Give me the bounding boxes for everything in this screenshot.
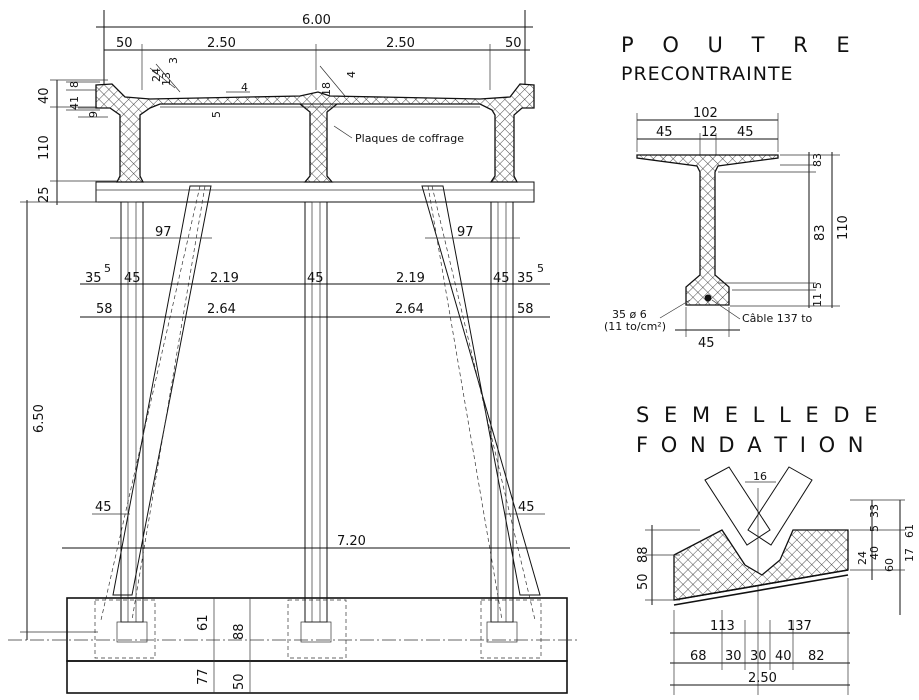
row-a-5: 5 (104, 262, 111, 275)
deck-dim-4b: 4 (241, 81, 248, 94)
semelle-right-40: 40 (868, 546, 881, 560)
deck-dim-24: 24 (150, 68, 163, 82)
foot-offset-left: 45 (95, 500, 112, 515)
row-b-264a: 2.64 (207, 302, 236, 317)
strut-offset-left: 97 (155, 225, 172, 240)
row-a-219b: 2.19 (396, 271, 425, 286)
poutre-dim-5: 5 (811, 282, 824, 289)
row-a-5b: 5 (537, 262, 544, 275)
strand-label: 35 ø 6 (612, 308, 647, 321)
semelle-left-88: 88 (636, 546, 651, 563)
foundation (8, 597, 580, 694)
semelle-bottom-68: 68 (690, 649, 707, 664)
height-dim-25: 25 (37, 186, 52, 203)
semelle-top-dim: 16 (753, 470, 767, 483)
row-a-35b: 35 (517, 271, 534, 286)
row-a-219a: 2.19 (210, 271, 239, 286)
base-height-50: 50 (232, 673, 247, 690)
overall-width-dim: 6.00 (302, 13, 331, 28)
row-a-45c: 45 (493, 271, 510, 286)
poutre-section: P O U T R E PRECONTRAINTE 102 45 12 45 8… (604, 33, 861, 351)
total-height-dim: 6.50 (32, 404, 47, 433)
semelle-right-17: 17 (903, 548, 916, 562)
semelle-right-33: 33 (868, 504, 881, 518)
poutre-dim-83: 83 (813, 224, 828, 241)
poutre-title-1: P O U T R E (621, 33, 861, 57)
height-dim-110: 110 (37, 135, 52, 160)
strut-offset-right: 97 (457, 225, 474, 240)
deck-dim-5: 5 (210, 111, 223, 118)
span-dim-2: 2.50 (207, 36, 236, 51)
semelle-right-5: 5 (868, 525, 881, 532)
base-height-61: 61 (196, 614, 211, 631)
deck-dim-3: 3 (167, 57, 180, 64)
height-dim-8: 8 (68, 81, 81, 88)
semelle-right-60: 60 (883, 558, 896, 572)
deck-dim-18: 18 (320, 82, 333, 96)
poutre-top-part-3: 45 (737, 125, 754, 140)
semelle-left-50: 50 (636, 573, 651, 590)
poutre-bottom-width: 45 (698, 336, 715, 351)
row-b-58a: 58 (96, 302, 113, 317)
deck-dim-4a: 4 (345, 71, 358, 78)
semelle-right-61: 61 (903, 524, 916, 538)
semelle-title-2: F O N D A T I O N (636, 433, 867, 457)
semelle-mid-113: 113 (710, 619, 735, 634)
semelle-bottom-30b: 30 (750, 649, 767, 664)
elevation-view: 6.00 50 2.50 2.50 50 24 13 3 18 4 4 5 40… (8, 10, 580, 694)
base-width-dim: 7.20 (337, 534, 366, 549)
semelle-total-width: 2.50 (748, 671, 777, 686)
semelle-section: S E M E L L E D E F O N D A T I O N 16 8… (636, 403, 916, 695)
base-height-77: 77 (196, 668, 211, 685)
strand-stress: (11 to/cm²) (604, 320, 666, 333)
semelle-bottom-40: 40 (775, 649, 792, 664)
inclined-struts (100, 185, 541, 621)
foot-offset-right: 45 (518, 500, 535, 515)
base-height-88: 88 (232, 623, 247, 640)
poutre-dim-110: 110 (836, 215, 851, 240)
poutre-top-part-1: 45 (656, 125, 673, 140)
i-beam-section (636, 154, 779, 306)
semelle-bottom-82: 82 (808, 649, 825, 664)
semelle-bottom-30a: 30 (725, 649, 742, 664)
height-dim-40: 40 (37, 87, 52, 104)
semelle-right-24: 24 (856, 551, 869, 565)
poutre-dim-11: 11 (811, 293, 824, 307)
row-a-35: 35 (85, 271, 102, 286)
deck-section (95, 83, 535, 183)
span-dim-3: 2.50 (386, 36, 415, 51)
span-dim-4: 50 (505, 36, 522, 51)
semelle-title-1: S E M E L L E D E (636, 403, 882, 427)
poutre-title-2: PRECONTRAINTE (621, 63, 794, 85)
deck-dim-13: 13 (160, 72, 173, 86)
poutre-top-width: 102 (693, 106, 718, 121)
row-b-264b: 2.64 (395, 302, 424, 317)
row-b-58b: 58 (517, 302, 534, 317)
height-dim-41: 41 (68, 96, 81, 110)
semelle-mid-137: 137 (787, 619, 812, 634)
cable-label: Câble 137 to (742, 312, 813, 325)
plaques-label: Plaques de coffrage (355, 132, 464, 145)
poutre-top-part-2: 12 (701, 125, 718, 140)
columns (120, 201, 514, 623)
row-a-45b: 45 (307, 271, 324, 286)
row-a-45a: 45 (124, 271, 141, 286)
span-dim-1: 50 (116, 36, 133, 51)
poutre-dim-3: 3 (811, 153, 824, 160)
poutre-dim-8: 8 (811, 160, 824, 167)
height-dim-9: 9 (87, 111, 100, 118)
cable-dot (704, 294, 712, 302)
